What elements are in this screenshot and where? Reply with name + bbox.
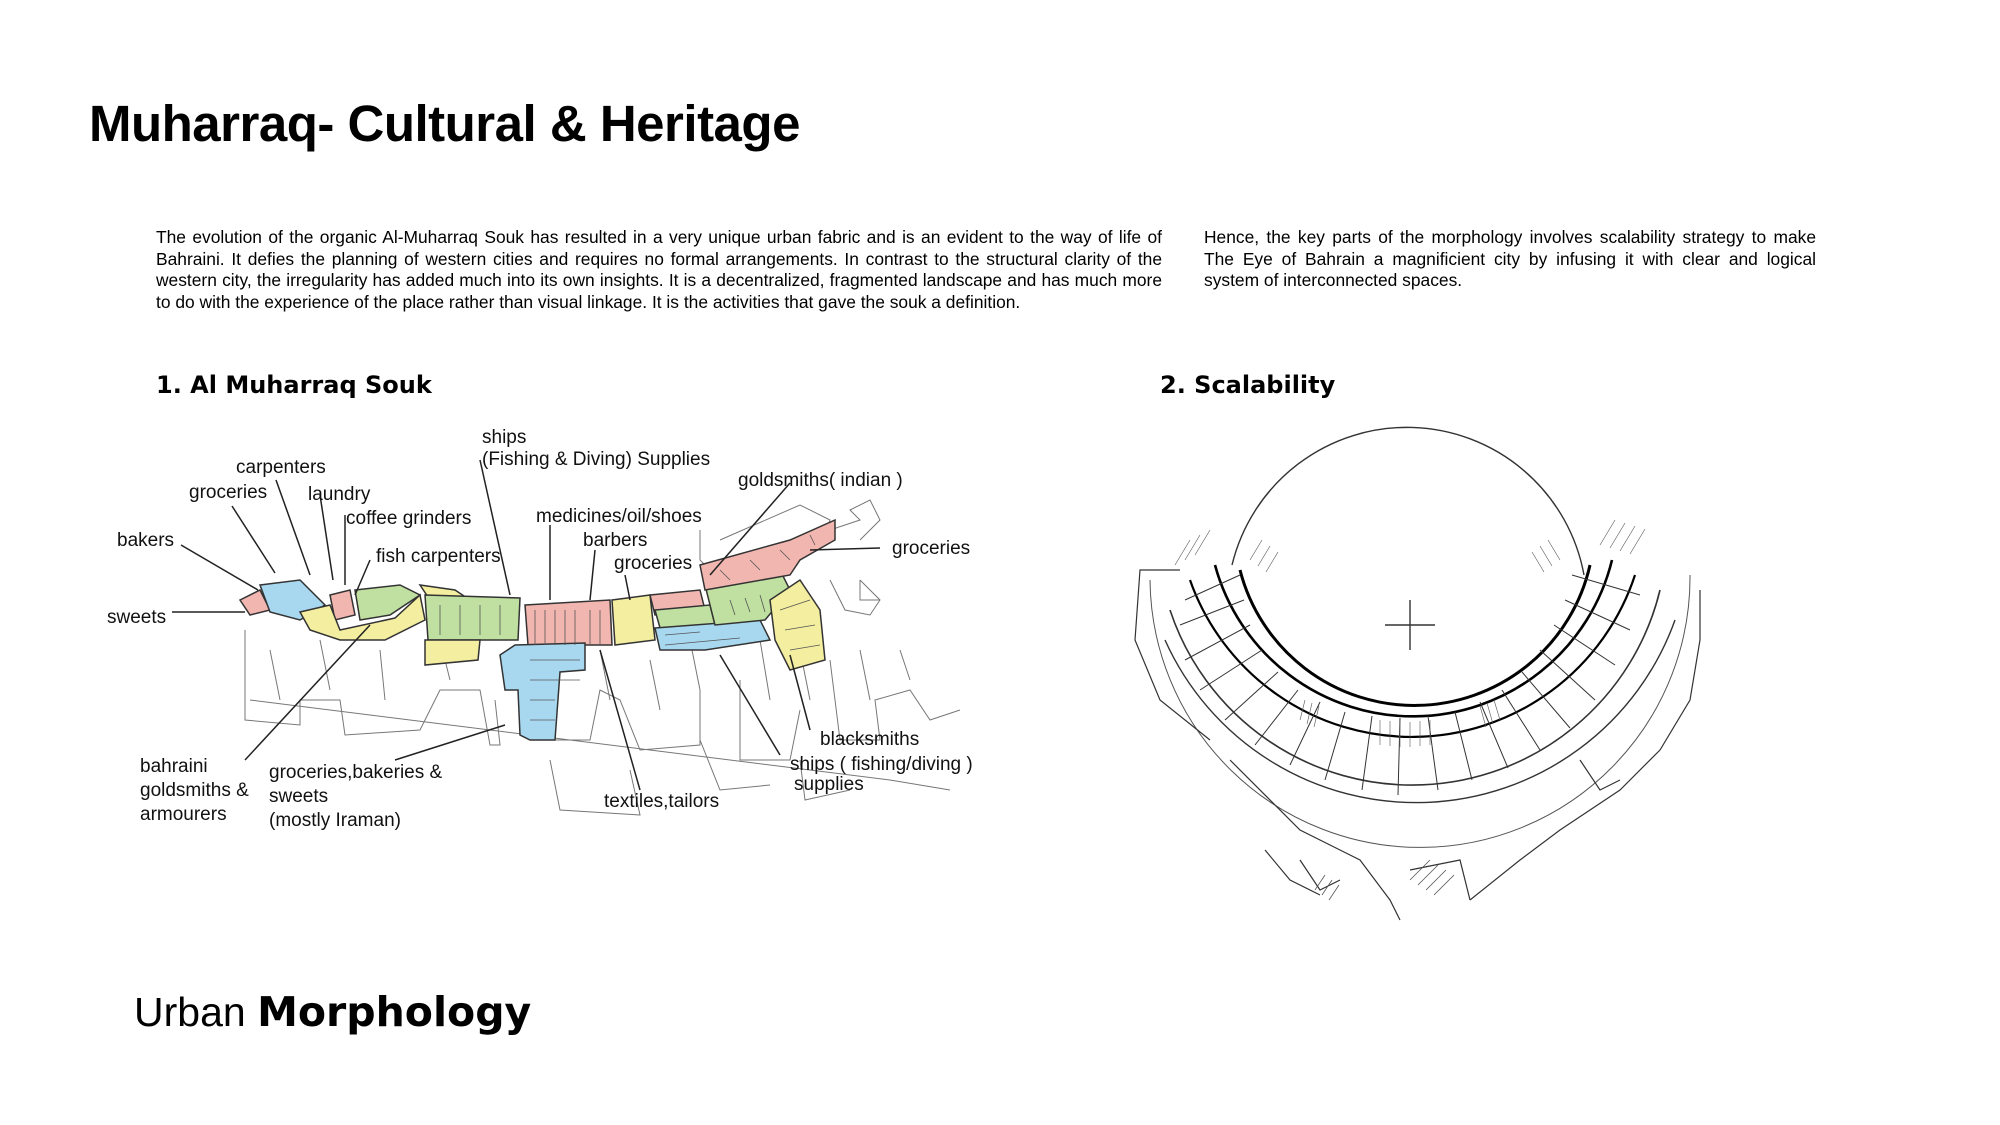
label-groceries-bakeries-line3: (mostly Iraman) bbox=[269, 810, 401, 831]
label-groceries-bakeries-line1: groceries,bakeries & bbox=[269, 762, 443, 783]
label-goldsmiths-indian: goldsmiths( indian ) bbox=[738, 470, 903, 491]
label-sweets: sweets bbox=[107, 607, 166, 628]
label-barbers: barbers bbox=[583, 530, 647, 551]
label-ships-supplies-line1: ships ( fishing/diving ) bbox=[790, 754, 973, 775]
label-groceries-left: groceries bbox=[189, 482, 267, 503]
zone-blue-south bbox=[499, 642, 586, 741]
label-blacksmiths: blacksmiths bbox=[820, 729, 919, 750]
section-heading-scalability: 2. Scalability bbox=[1160, 371, 1336, 399]
intro-paragraph-right: Hence, the key parts of the morphology i… bbox=[1204, 227, 1816, 290]
footer-bold-text: Morphology bbox=[257, 988, 532, 1036]
center-crosshair bbox=[1385, 600, 1435, 650]
label-bahraini-line1: bahraini bbox=[140, 756, 208, 777]
label-bakers: bakers bbox=[117, 530, 174, 551]
crescent-hatching bbox=[1174, 519, 1646, 747]
footer-title: Urban Morphology bbox=[134, 992, 531, 1033]
zone-yellow-east bbox=[769, 578, 826, 671]
souk-zone-texture bbox=[439, 534, 821, 721]
label-fish-carpenters: fish carpenters bbox=[376, 546, 501, 567]
scalability-guide-arc bbox=[1231, 426, 1585, 576]
crescent-radial-lines bbox=[1179, 574, 1641, 796]
crescent-fabric bbox=[1149, 559, 1691, 848]
label-textiles-tailors: textiles,tailors bbox=[604, 791, 719, 812]
zone-yellow-mid bbox=[424, 639, 481, 666]
crescent-hatched-lots bbox=[1314, 859, 1455, 901]
label-ships: ships bbox=[482, 427, 526, 448]
souk-leader-lines bbox=[172, 459, 881, 791]
label-bahraini-line3: armourers bbox=[140, 804, 227, 825]
label-groceries-mid: groceries bbox=[614, 553, 692, 574]
label-groceries-bakeries-line2: sweets bbox=[269, 786, 328, 807]
footer-regular-text: Urban bbox=[134, 989, 246, 1035]
intro-paragraph-left: The evolution of the organic Al-Muharraq… bbox=[156, 227, 1162, 312]
label-fishing-diving-supplies: (Fishing & Diving) Supplies bbox=[482, 449, 710, 470]
label-groceries-right: groceries bbox=[892, 538, 970, 559]
zone-yellow-west bbox=[298, 593, 426, 641]
label-coffee-grinders: coffee grinders bbox=[346, 508, 471, 529]
zone-green-west bbox=[354, 584, 422, 621]
label-bahraini-line2: goldsmiths & bbox=[140, 780, 249, 801]
label-laundry: laundry bbox=[308, 484, 371, 505]
label-ships-supplies-line2: supplies bbox=[794, 774, 864, 795]
zone-green-mid bbox=[424, 594, 521, 641]
souk-map-labels: ships (Fishing & Diving) Supplies carpen… bbox=[107, 427, 973, 831]
crescent-outer-blocks bbox=[1134, 569, 1701, 921]
label-carpenters: carpenters bbox=[236, 457, 326, 478]
page-title: Muharraq- Cultural & Heritage bbox=[89, 95, 800, 152]
zone-yellow-core bbox=[611, 594, 656, 646]
label-medicines: medicines/oil/shoes bbox=[536, 506, 702, 527]
section-heading-souk: 1. Al Muharraq Souk bbox=[156, 371, 432, 399]
